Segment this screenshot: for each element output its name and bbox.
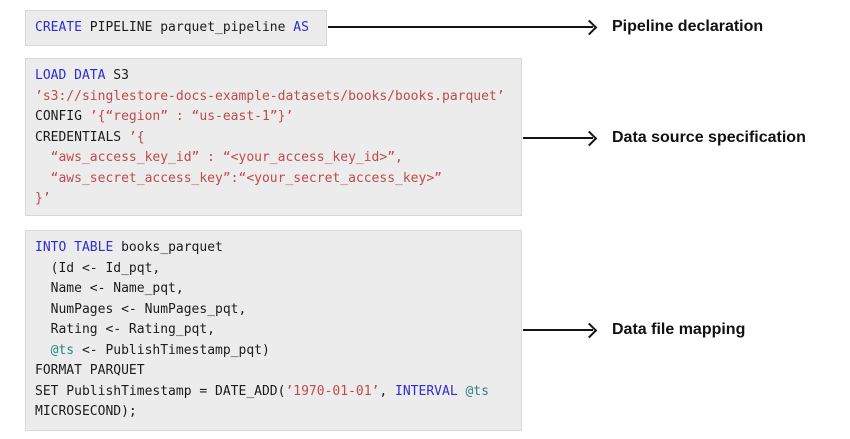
code-line: LOAD DATA S3	[35, 66, 512, 87]
code-line: SET PublishTimestamp = DATE_ADD(’1970-01…	[35, 382, 512, 403]
code-line: MICROSECOND);	[35, 402, 512, 423]
code-token-default: SET PublishTimestamp = DATE_ADD(	[35, 383, 286, 399]
code-token-default: MICROSECOND);	[35, 404, 137, 419]
code-line: Rating <- Rating_pqt,	[35, 320, 512, 341]
code-token-default: <- PublishTimestamp_pqt)	[74, 342, 270, 358]
code-token-keyword: INTO TABLE	[35, 240, 114, 255]
code-token-default: S3	[105, 68, 129, 83]
code-line: CONFIG ’{“region” : “us-east-1”}’	[35, 107, 512, 128]
code-block-pipeline-declaration: CREATE PIPELINE parquet_pipeline AS	[25, 10, 327, 46]
code-token-default: NumPages <- NumPages_pqt,	[35, 301, 247, 317]
code-token-string: “aws_secret_access_key”:“<your_secret_ac…	[35, 170, 442, 186]
code-line: INTO TABLE books_parquet	[35, 238, 512, 259]
code-token-keyword: LOAD DATA	[35, 68, 106, 83]
code-token-string: ’{“region” : “us-east-1”}’	[89, 109, 294, 124]
code-line: ’s3://singlestore-docs-example-datasets/…	[35, 87, 512, 108]
annotation-pipeline-declaration: Pipeline declaration	[612, 18, 764, 35]
code-line: Name <- Name_pqt,	[35, 279, 512, 300]
code-token-string: ’s3://singlestore-docs-example-datasets/…	[35, 88, 505, 104]
code-line: CREDENTIALS ’{	[35, 128, 512, 149]
code-token-default: PIPELINE parquet_pipeline	[81, 20, 294, 35]
code-token-default: books_parquet	[113, 240, 223, 255]
code-token-default: ,	[379, 383, 396, 399]
code-token-default: FORMAT PARQUET	[35, 363, 145, 378]
annotation-data-file-mapping: Data file mapping	[612, 321, 746, 338]
code-token-default: CREDENTIALS	[35, 129, 129, 145]
code-line: (Id <- Id_pqt,	[35, 259, 512, 280]
code-token-keyword: INTERVAL	[395, 383, 458, 399]
code-token-default: (Id <- Id_pqt,	[35, 260, 161, 276]
code-line: }’	[35, 189, 512, 210]
arrow-data-source-specification	[523, 137, 593, 139]
code-line: FORMAT PARQUET	[35, 361, 512, 382]
code-token-default	[35, 343, 51, 358]
code-token-keyword: CREATE	[35, 20, 82, 35]
code-line: NumPages <- NumPages_pqt,	[35, 300, 512, 321]
annotation-data-source-specification: Data source specification	[612, 129, 806, 146]
code-token-default: Rating <- Rating_pqt,	[35, 322, 216, 337]
code-token-variable: @ts	[50, 342, 75, 358]
code-block-data-source-specification: LOAD DATA S3’s3://singlestore-docs-examp…	[25, 58, 522, 216]
code-token-variable: @ts	[465, 383, 489, 399]
arrow-data-file-mapping	[523, 329, 593, 331]
code-token-string: “aws_access_key_id” : “<your_access_key_…	[35, 150, 403, 165]
code-token-string: }’	[35, 191, 51, 206]
code-line: “aws_access_key_id” : “<your_access_key_…	[35, 148, 512, 169]
arrow-pipeline-declaration	[328, 26, 593, 28]
code-line: @ts <- PublishTimestamp_pqt)	[35, 341, 512, 362]
code-token-default: Name <- Name_pqt,	[35, 281, 184, 296]
code-token-keyword: AS	[293, 20, 309, 35]
code-line: “aws_secret_access_key”:“<your_secret_ac…	[35, 169, 512, 190]
code-token-string: ’{	[128, 129, 145, 145]
code-token-string: ’1970-01-01’	[285, 383, 380, 399]
code-block-data-file-mapping: INTO TABLE books_parquet (Id <- Id_pqt, …	[25, 230, 522, 431]
code-token-default: CONFIG	[35, 109, 90, 124]
code-line: CREATE PIPELINE parquet_pipeline AS	[35, 18, 317, 39]
